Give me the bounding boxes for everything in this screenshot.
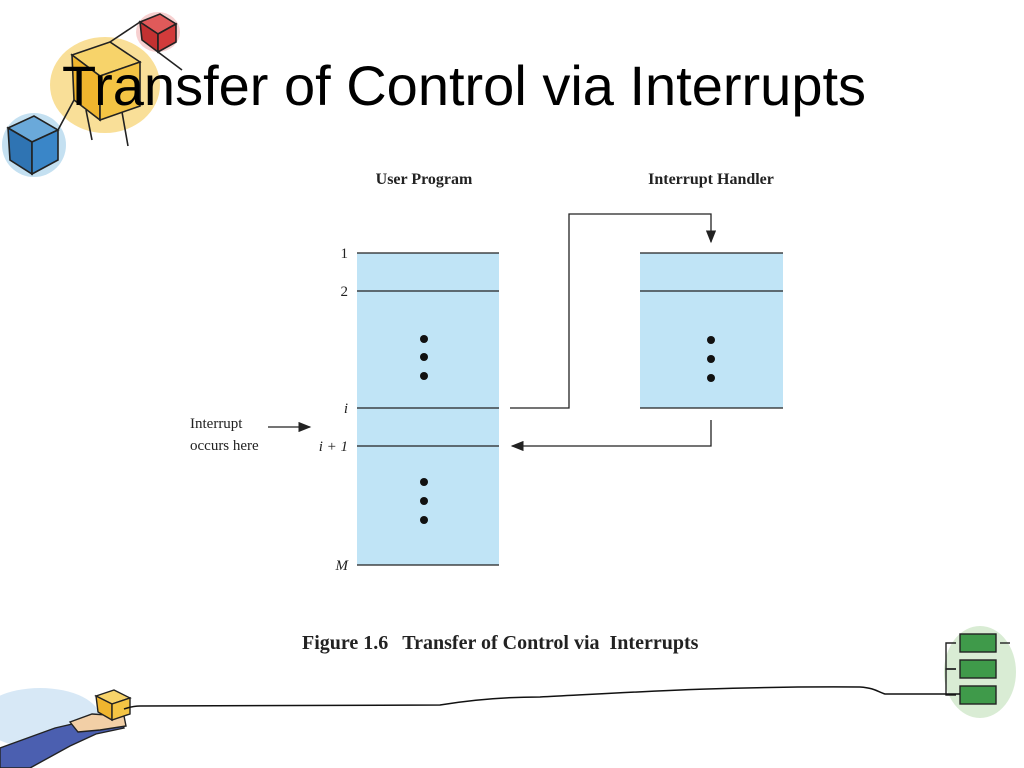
row-label-2: 2	[341, 284, 349, 300]
green-blocks-decoration-icon	[944, 626, 1016, 718]
row-label-i-plus-1: i + 1	[319, 439, 348, 455]
return-to-program-arrow	[510, 420, 712, 452]
transfer-to-handler-arrow	[510, 213, 717, 409]
interrupt-handler-header: Interrupt Handler	[648, 171, 774, 188]
interrupt-annotation-line1: Interrupt	[190, 416, 243, 432]
interrupt-handler-ellipsis	[707, 336, 715, 382]
row-label-i: i	[344, 401, 348, 417]
interrupt-annotation-line2: occurs here	[190, 438, 259, 454]
figure-caption-number: Figure 1.6	[302, 632, 389, 654]
user-program-ellipsis-lower	[420, 478, 428, 524]
row-label-m: M	[335, 558, 350, 574]
hand-cube-decoration-icon	[0, 688, 132, 768]
interrupt-handler-block	[640, 253, 783, 408]
row-label-1: 1	[341, 246, 349, 262]
figure-caption: Figure 1.6 Transfer of Control via Interr…	[302, 632, 698, 655]
interrupt-handler-lines	[640, 252, 783, 409]
user-program-ellipsis-upper	[420, 335, 428, 380]
user-program-header: User Program	[376, 171, 473, 188]
user-program-block	[357, 253, 499, 565]
user-program-lines	[357, 252, 499, 566]
slide-title: Transfer of Control via Interrupts	[62, 54, 867, 117]
cubes-decoration-icon	[2, 12, 183, 177]
figure-caption-text: Transfer of Control via Interrupts	[402, 632, 699, 654]
